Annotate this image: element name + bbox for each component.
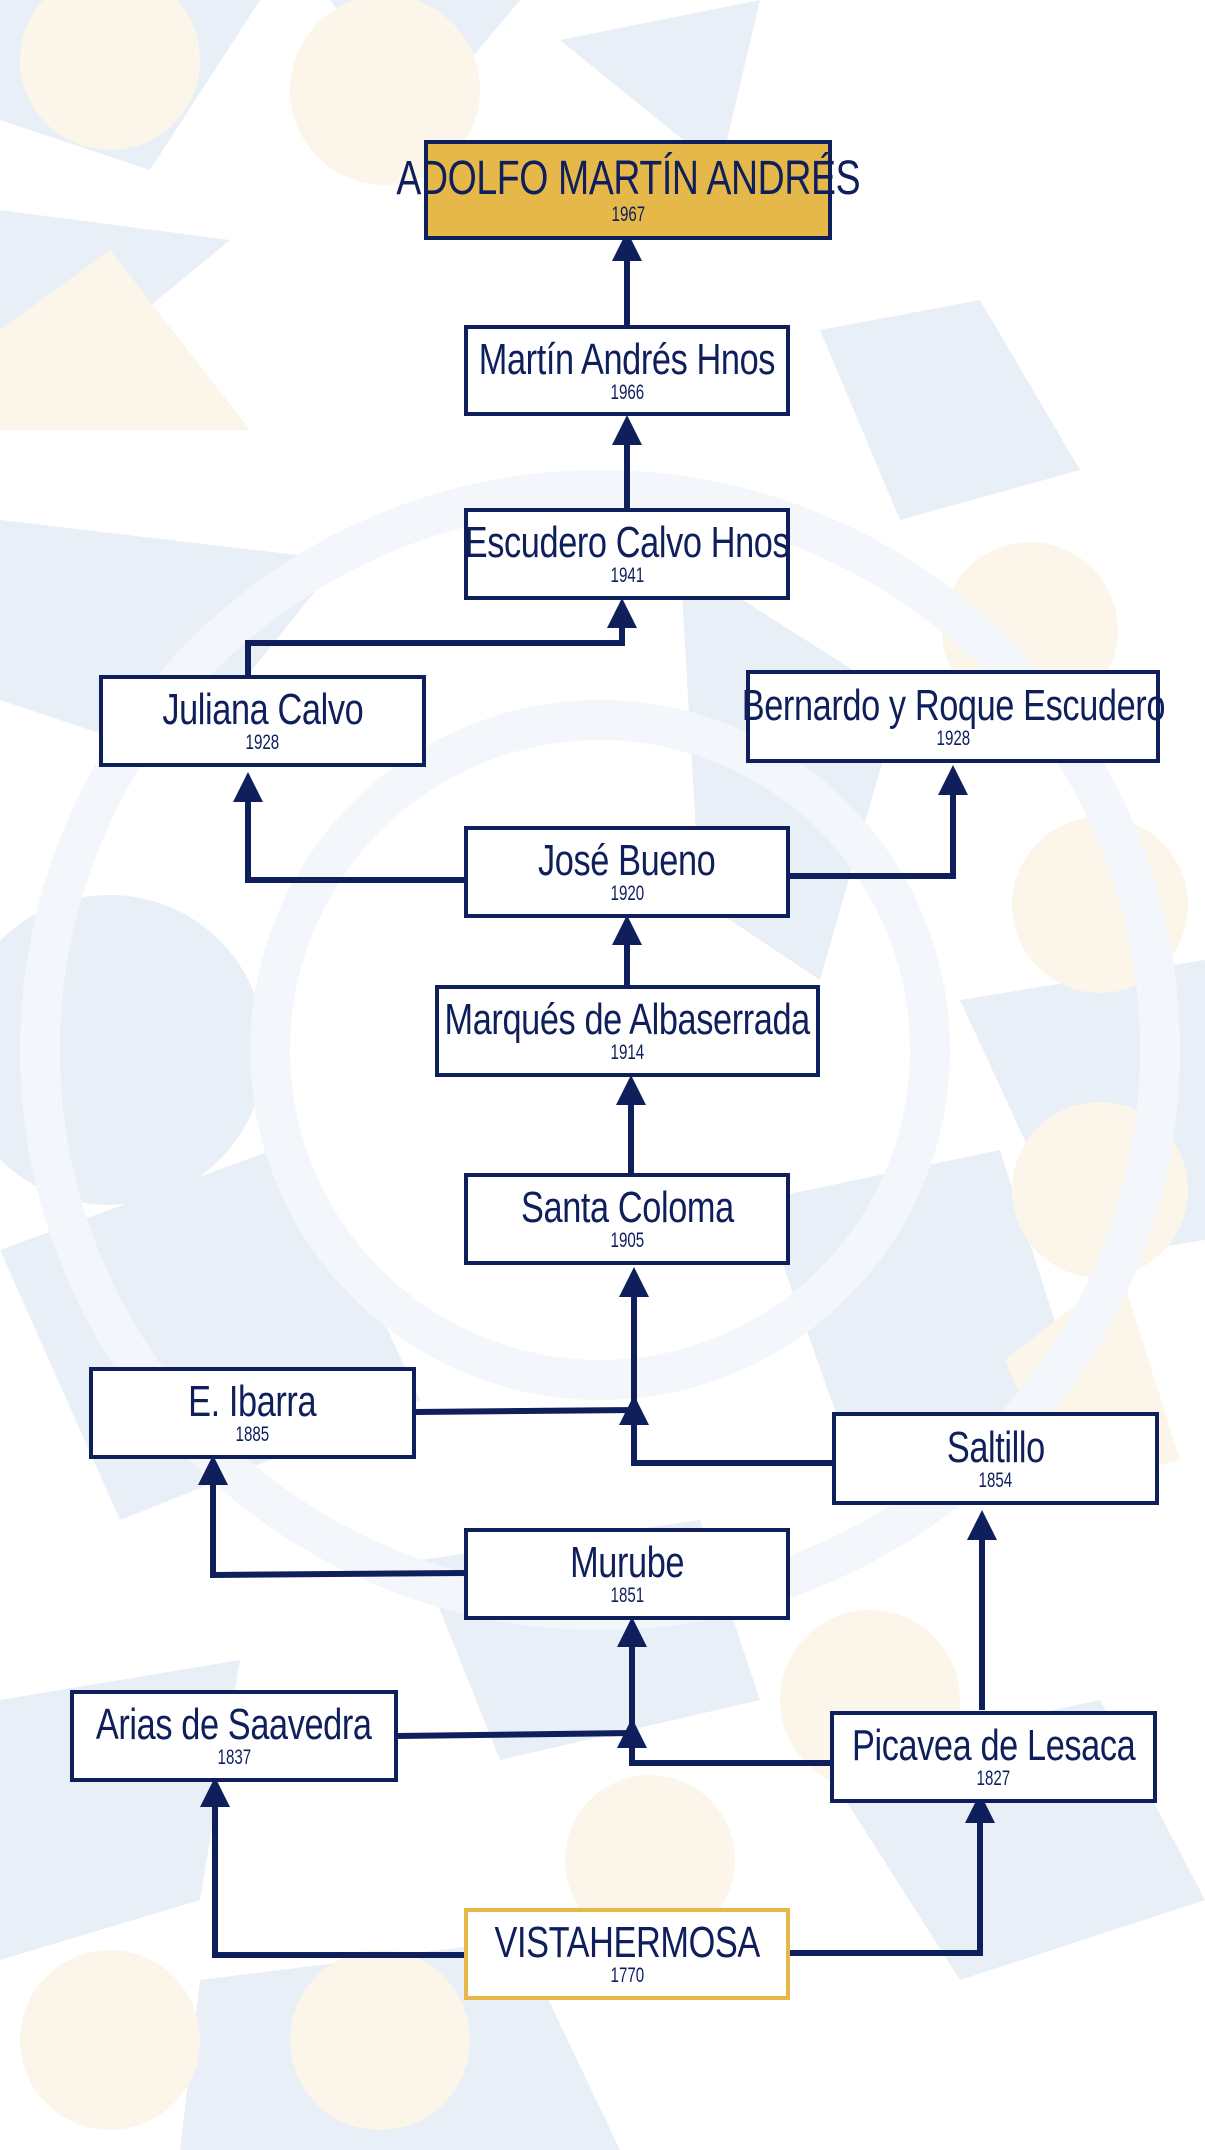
node-year: 1914 bbox=[610, 1041, 645, 1064]
link-jose-bueno-to-bernardo bbox=[790, 765, 968, 879]
node-year: 1885 bbox=[235, 1423, 270, 1446]
node-name: E. Ibarra bbox=[188, 1377, 317, 1426]
node-year: 1854 bbox=[978, 1468, 1013, 1492]
node-name: Juliana Calvo bbox=[162, 685, 363, 734]
node-e-ibarra: E. Ibarra 1885 bbox=[89, 1367, 416, 1459]
node-name: Martín Andrés Hnos bbox=[478, 334, 776, 384]
link-ibarra-to-santa-coloma bbox=[414, 1267, 649, 1415]
node-year: 1966 bbox=[610, 380, 644, 404]
link-jose-bueno-to-juliana bbox=[233, 772, 464, 883]
node-arias-de-saavedra: Arias de Saavedra 1837 bbox=[70, 1690, 398, 1782]
node-name: VISTAHERMOSA bbox=[494, 1918, 760, 1967]
node-picavea-de-lesaca: Picavea de Lesaca 1827 bbox=[830, 1711, 1157, 1803]
node-year: 1905 bbox=[610, 1229, 644, 1252]
node-adolfo-martin-andres: ADOLFO MARTÍN ANDRÉS 1967 bbox=[396, 140, 860, 240]
node-martin-andres-hnos: Martín Andrés Hnos 1966 bbox=[464, 325, 790, 416]
node-juliana-calvo: Juliana Calvo 1928 bbox=[99, 675, 426, 767]
node-marques-de-albaserrada: Marqués de Albaserrada 1914 bbox=[435, 985, 820, 1077]
node-name: Picavea de Lesaca bbox=[851, 1721, 1136, 1770]
node-name: José Bueno bbox=[538, 836, 716, 885]
node-year: 1837 bbox=[217, 1746, 251, 1769]
link-vistahermosa-to-arias bbox=[200, 1777, 464, 1958]
node-name: Arias de Saavedra bbox=[96, 1700, 372, 1749]
node-saltillo: Saltillo 1854 bbox=[832, 1412, 1159, 1505]
link-murube-to-ibarra bbox=[198, 1455, 465, 1579]
link-arias-to-murube bbox=[396, 1617, 647, 1739]
node-name: ADOLFO MARTÍN ANDRÉS bbox=[396, 152, 860, 205]
link-picavea-to-murube bbox=[617, 1718, 831, 1766]
node-year: 1928 bbox=[936, 726, 970, 750]
node-name: Escudero Calvo Hnos bbox=[464, 518, 790, 567]
node-year: 1941 bbox=[610, 564, 644, 587]
node-vistahermosa: VISTAHERMOSA 1770 bbox=[464, 1908, 790, 2000]
node-name: Santa Coloma bbox=[520, 1183, 734, 1232]
node-name: Saltillo bbox=[946, 1422, 1045, 1472]
link-juliana-to-escudero bbox=[245, 598, 637, 675]
node-murube: Murube 1851 bbox=[464, 1528, 790, 1620]
node-name: Marqués de Albaserrada bbox=[444, 995, 811, 1044]
link-saltillo-to-santa-coloma bbox=[619, 1395, 833, 1466]
node-escudero-calvo-hnos: Escudero Calvo Hnos 1941 bbox=[464, 508, 790, 600]
node-santa-coloma: Santa Coloma 1905 bbox=[464, 1173, 790, 1265]
node-year: 1967 bbox=[611, 203, 645, 226]
node-year: 1827 bbox=[976, 1767, 1011, 1790]
node-year: 1928 bbox=[245, 731, 280, 754]
node-bernardo-y-roque-escudero: Bernardo y Roque Escudero 1928 bbox=[741, 670, 1165, 763]
node-name: Murube bbox=[569, 1538, 685, 1587]
node-year: 1920 bbox=[610, 882, 644, 905]
node-year: 1770 bbox=[610, 1964, 644, 1987]
node-jose-bueno: José Bueno 1920 bbox=[464, 826, 790, 918]
link-vistahermosa-to-picavea bbox=[790, 1793, 995, 1956]
node-name: Bernardo y Roque Escudero bbox=[741, 680, 1165, 730]
node-year: 1851 bbox=[610, 1584, 644, 1607]
